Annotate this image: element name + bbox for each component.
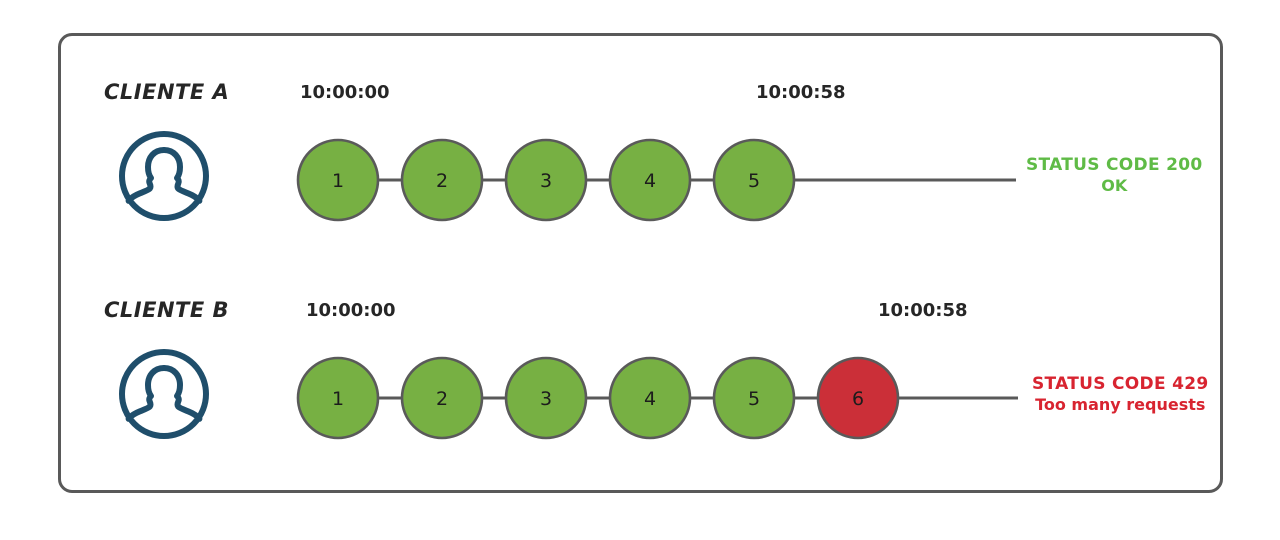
- request-chain-b: 1 2 3 4 5 6: [296, 356, 1020, 440]
- status-message-text-b: Too many requests: [1035, 394, 1206, 414]
- timestamp-end-b: 10:00:58: [878, 300, 968, 321]
- status-code-text-b: STATUS CODE 429: [1032, 374, 1209, 394]
- user-avatar-icon: [112, 130, 216, 222]
- client-row-a: CLIENTE A 10:00:00 10:00:58: [0, 60, 1280, 280]
- client-row-b: CLIENTE B 10:00:00 10:00:58: [0, 278, 1280, 498]
- status-badge-a: STATUS CODE 200 OK: [1026, 155, 1202, 195]
- user-avatar-icon: [112, 348, 216, 440]
- timestamp-end-a: 10:00:58: [756, 82, 846, 103]
- node-number: 6: [852, 388, 864, 410]
- status-message-text-a: OK: [1101, 175, 1128, 195]
- node-number: 5: [748, 170, 760, 192]
- node-number: 3: [540, 170, 552, 192]
- node-number: 5: [748, 388, 760, 410]
- status-code-text-a: STATUS CODE 200: [1026, 155, 1203, 175]
- timestamp-start-b: 10:00:00: [306, 300, 396, 321]
- client-label-a: CLIENTE A: [104, 80, 230, 104]
- node-number: 1: [332, 388, 344, 410]
- node-number: 2: [436, 170, 448, 192]
- node-number: 4: [644, 388, 656, 410]
- client-label-b: CLIENTE B: [104, 298, 230, 322]
- node-number: 3: [540, 388, 552, 410]
- request-chain-a: 1 2 3 4 5: [296, 138, 1020, 222]
- node-number: 4: [644, 170, 656, 192]
- node-number: 1: [332, 170, 344, 192]
- timestamp-start-a: 10:00:00: [300, 82, 390, 103]
- status-badge-b: STATUS CODE 429 Too many requests: [1032, 374, 1208, 414]
- node-number: 2: [436, 388, 448, 410]
